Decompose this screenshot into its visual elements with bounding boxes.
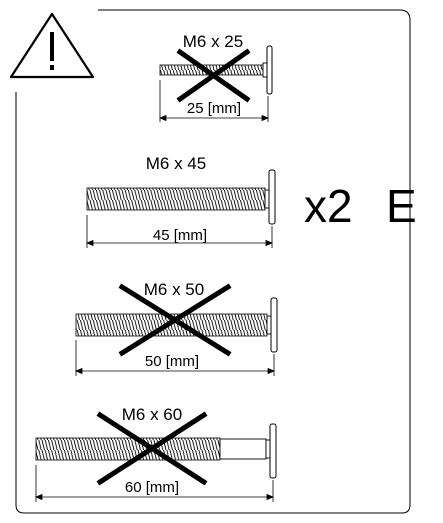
bolt-m6x25: M6 x 25 25 [mm]	[158, 32, 273, 122]
part-letter: E	[386, 180, 417, 232]
bolt-head	[266, 315, 272, 335]
dimension-line	[74, 340, 276, 376]
bolt-label: M6 x 60	[122, 405, 182, 424]
bolt-thread	[86, 187, 266, 211]
bolt-head	[265, 439, 271, 459]
bolt-flange	[270, 297, 278, 353]
bolt-label: M6 x 50	[144, 280, 204, 299]
dimension-line	[158, 80, 270, 122]
diagram-frame	[15, 9, 411, 514]
dimension-label: 45 [mm]	[153, 227, 207, 244]
dimension-line	[85, 215, 274, 248]
dimension-label: 60 [mm]	[125, 479, 179, 496]
bolt-flange	[268, 169, 276, 225]
bolt-m6x50: M6 x 50 50 [mm]	[74, 280, 278, 376]
bolt-thread	[35, 437, 221, 461]
quantity-label: x2	[304, 180, 353, 232]
bolt-shank	[219, 438, 267, 460]
dimension-label: 50 [mm]	[145, 353, 199, 370]
bolt-flange	[269, 423, 277, 479]
bolt-m6x60: M6 x 60 60 [mm]	[34, 405, 277, 502]
bolt-label: M6 x 25	[183, 32, 243, 51]
cross-mark-icon	[118, 283, 232, 357]
bolt-flange	[266, 45, 273, 95]
bolt-m6x45: M6 x 45 45 [mm]	[85, 154, 276, 248]
bolt-label: M6 x 45	[146, 154, 206, 173]
cross-mark-icon	[176, 48, 251, 103]
warning-triangle-icon	[9, 12, 95, 79]
bolt-head	[264, 189, 270, 209]
dimension-label: 25 [mm]	[187, 100, 241, 117]
bolt-head	[262, 62, 268, 78]
cross-mark-icon	[96, 411, 208, 486]
dimension-line	[34, 465, 275, 502]
